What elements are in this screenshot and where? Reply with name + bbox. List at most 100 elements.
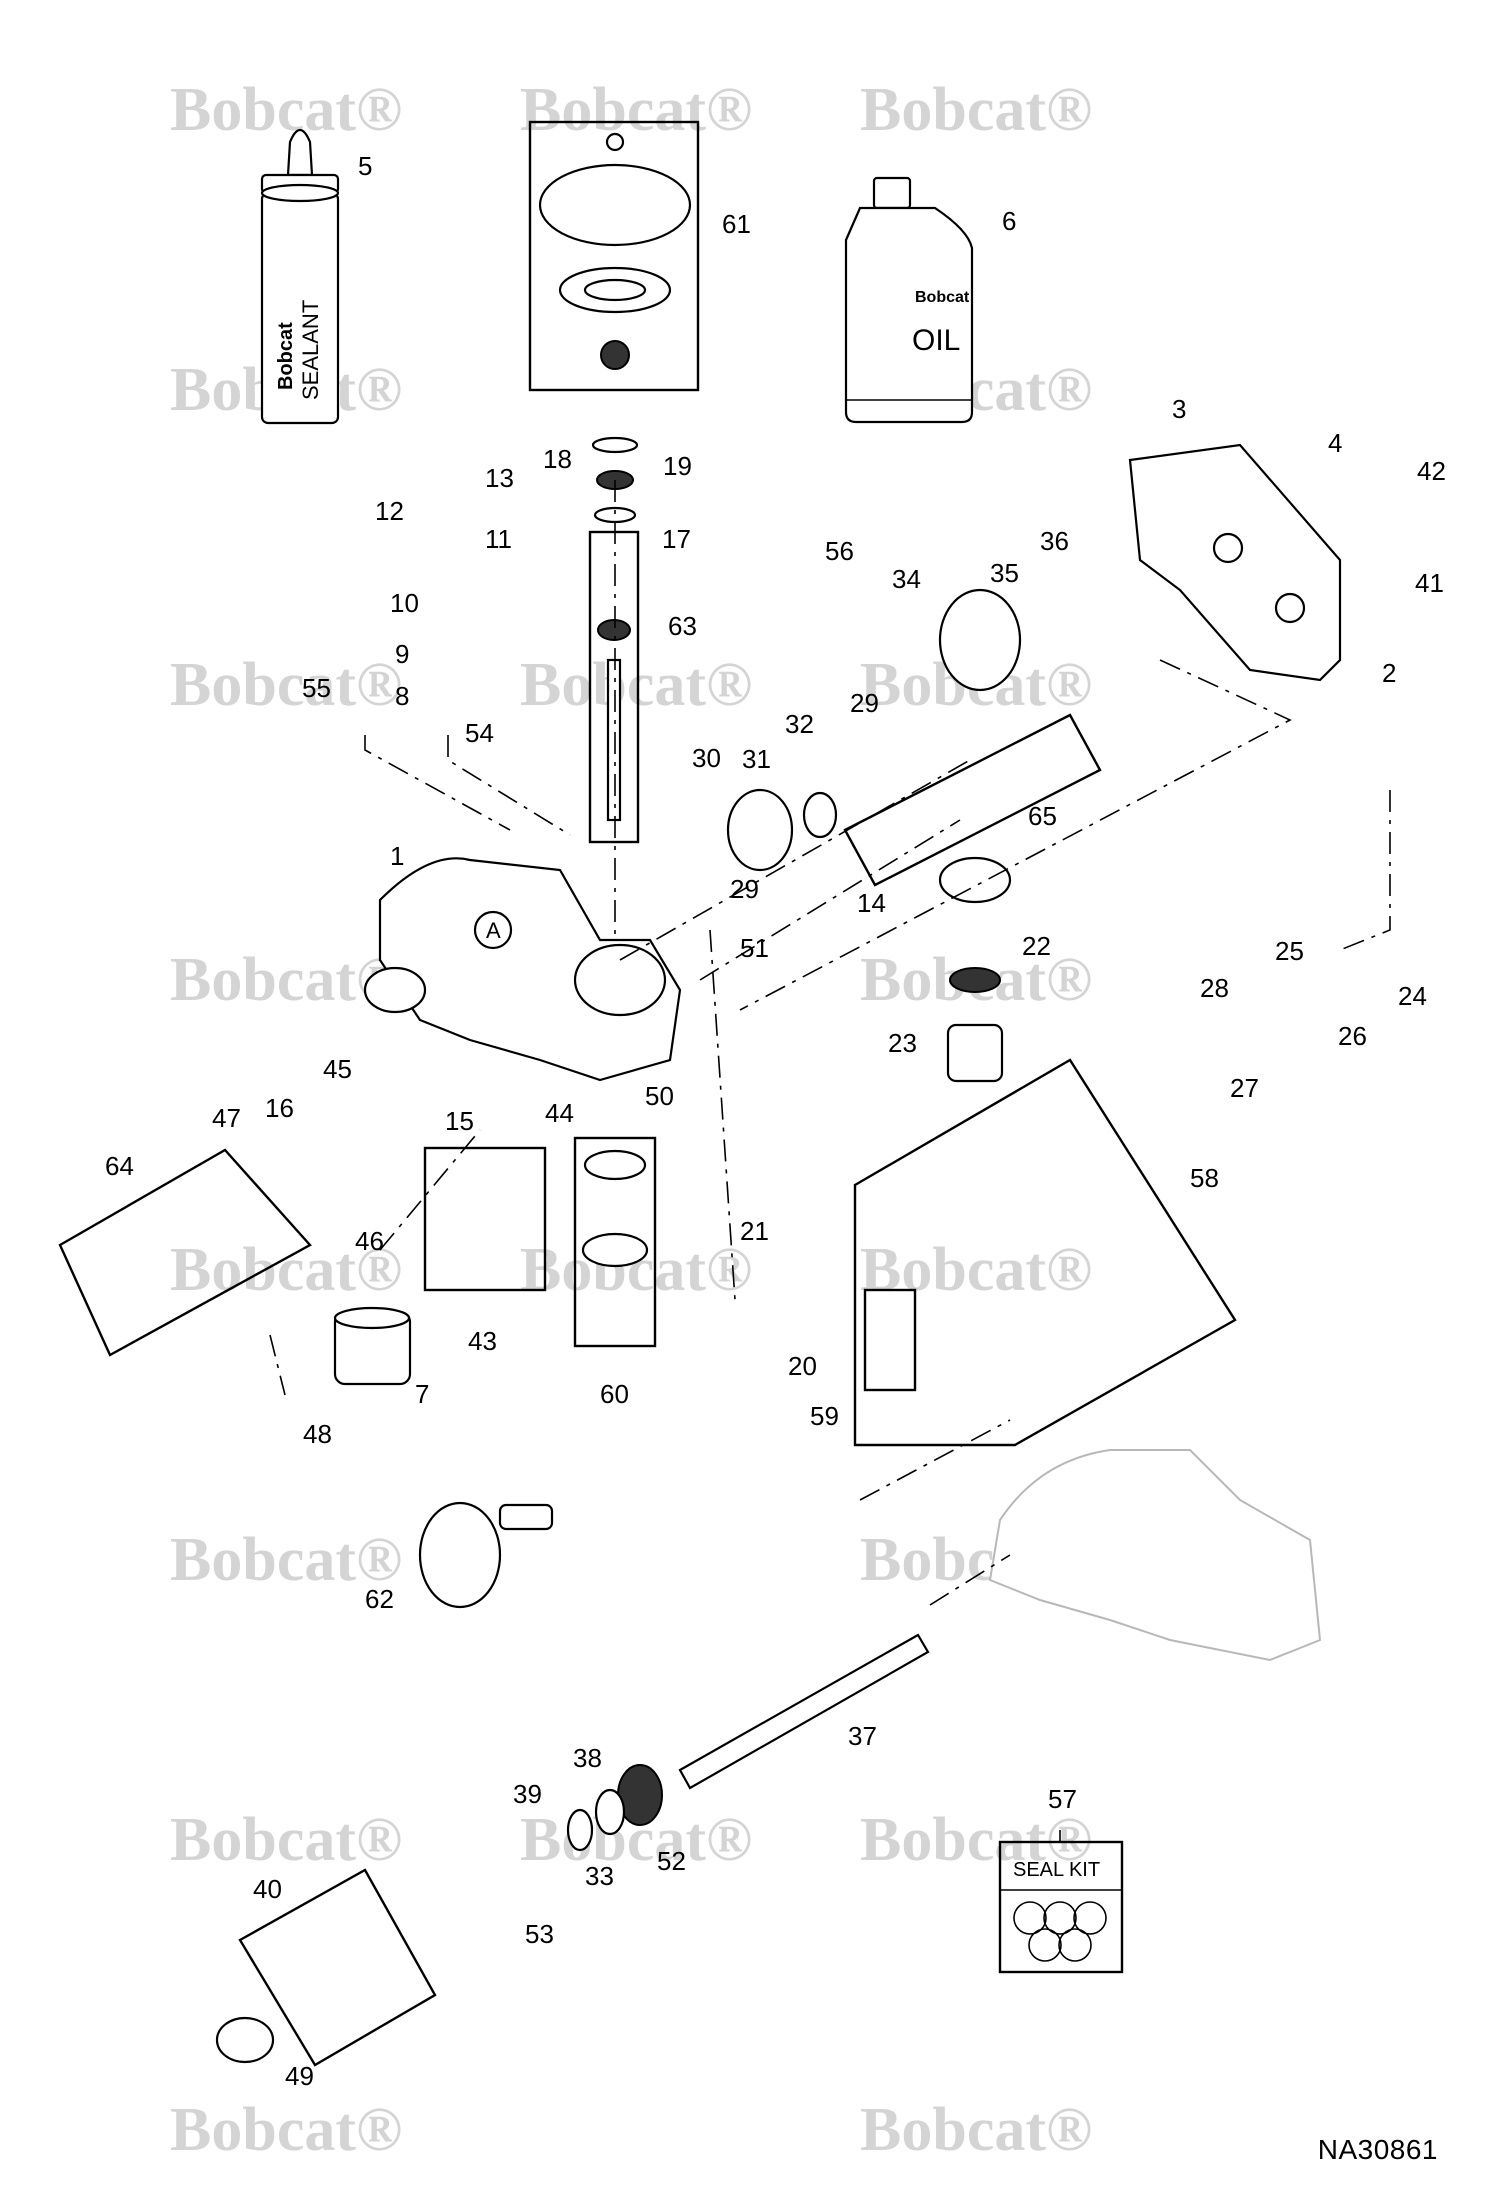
callout-22: 22: [1022, 931, 1051, 961]
guard-box: [423, 1146, 547, 1292]
shaft-assembly-box: [843, 713, 1102, 887]
callout-14: 14: [857, 888, 886, 918]
watermark-text: Bobcat®: [860, 2096, 1092, 2164]
callout-57: 57: [1048, 1784, 1077, 1814]
oil-bottle: Bobcat OIL: [844, 176, 974, 424]
callout-16: 16: [265, 1093, 294, 1123]
callout-59: 59: [810, 1401, 839, 1431]
callout-6: 6: [1002, 206, 1016, 236]
callout-36: 36: [1040, 526, 1069, 556]
callout-56: 56: [825, 536, 854, 566]
callout-55: 55: [302, 673, 331, 703]
axle-bearings: [566, 1764, 663, 1852]
callout-50: 50: [645, 1081, 674, 1111]
callout-61: 61: [722, 209, 751, 239]
oil-label: OIL: [912, 324, 960, 357]
callout-9: 9: [395, 639, 409, 669]
callout-19: 19: [663, 451, 692, 481]
sealant-tube: Bobcat SEALANT: [260, 128, 340, 425]
screw-kit-box: [863, 1288, 917, 1392]
callout-23: 23: [888, 1028, 917, 1058]
callout-29b: 29: [730, 874, 759, 904]
callout-5: 5: [358, 151, 372, 181]
callout-44: 44: [545, 1098, 574, 1128]
side-cover: [1128, 443, 1342, 682]
callout-24: 24: [1398, 981, 1427, 1011]
callout-54: 54: [465, 718, 494, 748]
axle-hub-box: [238, 1868, 437, 2067]
callout-17: 17: [662, 524, 691, 554]
filter-kit-box: [573, 1136, 657, 1348]
wheel-hub: [418, 1501, 554, 1609]
callout-63: 63: [668, 611, 697, 641]
watermark-text: Bobcat®: [170, 1236, 402, 1304]
oil-brand: Bobcat: [915, 289, 970, 306]
callout-45: 45: [323, 1054, 352, 1084]
callout-12: 12: [375, 496, 404, 526]
bracket-box: [58, 1148, 312, 1357]
watermark-text: Bobcat®: [170, 651, 402, 719]
callout-35: 35: [990, 558, 1019, 588]
valve-assembly-box: [853, 1058, 1237, 1447]
callout-38: 38: [573, 1743, 602, 1773]
reference-label-upper: A: [486, 918, 501, 943]
sealant-brand: Bobcat: [275, 322, 297, 390]
callout-32: 32: [785, 709, 814, 739]
connector-lines: [269, 480, 1391, 1606]
callout-39: 39: [513, 1779, 542, 1809]
callout-46: 46: [355, 1226, 384, 1256]
watermark-text: Bobcat®: [520, 651, 752, 719]
main-housing: [363, 857, 682, 1082]
watermark-text: Bobcat®: [860, 76, 1092, 144]
callout-51: 51: [740, 933, 769, 963]
callout-13: 13: [485, 463, 514, 493]
watermark-text: Bobcat®: [860, 1236, 1092, 1304]
callout-49: 49: [285, 2061, 314, 2091]
oil-filter: [333, 1306, 412, 1386]
watermark-text: Bobcat®: [170, 1526, 402, 1594]
callout-27: 27: [1230, 1073, 1259, 1103]
seal-kit: SEAL KIT: [998, 1830, 1124, 1974]
callout-4: 4: [1328, 428, 1342, 458]
callout-28: 28: [1200, 973, 1229, 1003]
watermark-text: Bobcat®: [170, 2096, 402, 2164]
callout-18: 18: [543, 444, 572, 474]
callout-31: 31: [742, 744, 771, 774]
sealant-label: SEALANT: [298, 300, 323, 400]
callout-37: 37: [848, 1721, 877, 1751]
callout-62: 62: [365, 1584, 394, 1614]
watermark-text: Bobcat®: [170, 76, 402, 144]
callout-52: 52: [657, 1846, 686, 1876]
callout-labels: 1 2 3 4 5 6 7 8 9 10 11 12 13 14 15 16 1…: [105, 151, 1446, 2091]
callout-60: 60: [600, 1379, 629, 1409]
seal-kit-label: SEAL KIT: [1013, 1859, 1100, 1881]
callout-25: 25: [1275, 936, 1304, 966]
callout-53: 53: [525, 1919, 554, 1949]
callout-2: 2: [1382, 658, 1396, 688]
watermark-text: Bobcat®: [170, 946, 402, 1014]
callout-1: 1: [390, 841, 404, 871]
watermark-text: Bobcat®: [860, 1806, 1092, 1874]
gears: [726, 588, 1022, 872]
callout-65: 65: [1028, 801, 1057, 831]
callout-30: 30: [692, 743, 721, 773]
callout-7: 7: [415, 1379, 429, 1409]
callout-8: 8: [395, 681, 409, 711]
callout-10: 10: [390, 588, 419, 618]
watermark-text: Bobcat®: [170, 1806, 402, 1874]
callout-21: 21: [740, 1216, 769, 1246]
callout-34: 34: [892, 564, 921, 594]
callout-3: 3: [1172, 394, 1186, 424]
fan-assembly-box: [528, 120, 700, 392]
watermark-layer: Bobcat®Bobcat®Bobcat®Bobcat®Bobcat®Bobca…: [170, 76, 1092, 2164]
callout-26: 26: [1338, 1021, 1367, 1051]
hub-cap: [215, 2016, 275, 2064]
callout-40: 40: [253, 1874, 282, 1904]
callout-41: 41: [1415, 568, 1444, 598]
callout-58: 58: [1190, 1163, 1219, 1193]
pump-parts: [938, 856, 1012, 1083]
callout-20: 20: [788, 1351, 817, 1381]
input-shaft-box: [588, 530, 640, 844]
callout-48: 48: [303, 1419, 332, 1449]
